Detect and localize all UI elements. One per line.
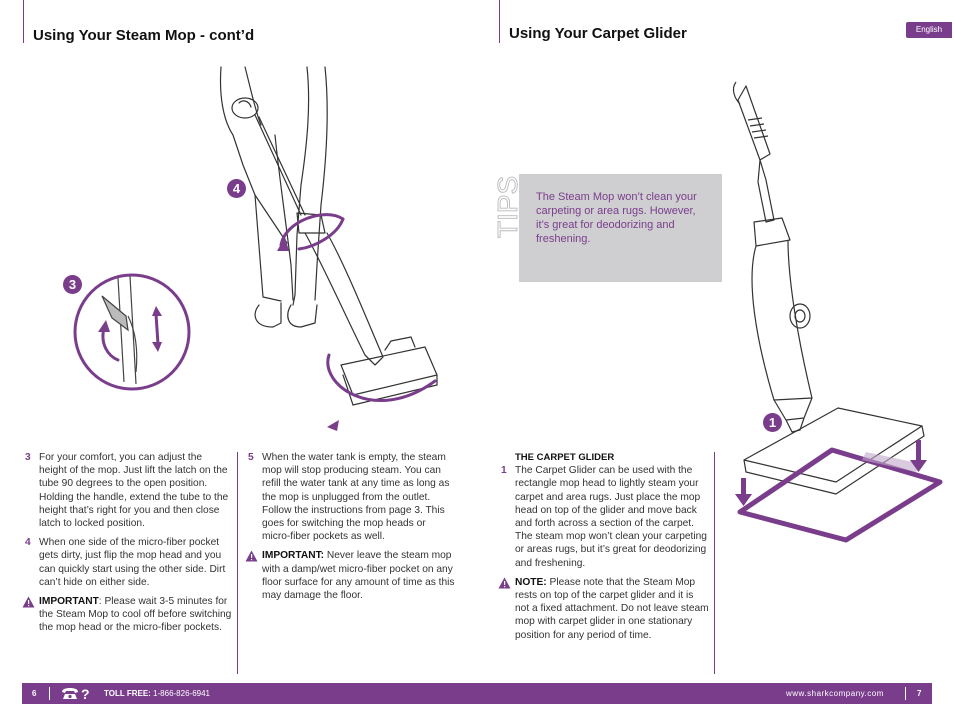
phone-question-icon: ? (62, 686, 90, 701)
footer-separator (49, 687, 50, 700)
center-top-line (499, 0, 500, 43)
instruction-step-3: 3 For your comfort, you can adjust the h… (22, 451, 232, 530)
important-warning-middle: IMPORTANT: Never leave the steam mop wit… (245, 549, 455, 602)
step-text: The Carpet Glider can be used with the r… (515, 465, 707, 569)
latch-closeup-illustration (73, 273, 191, 391)
warning-icon (22, 596, 35, 608)
page-title-right: Using Your Carpet Glider (509, 25, 687, 42)
instruction-step-1: 1 The Carpet Glider can be used with the… (498, 464, 710, 570)
toll-free-label: TOLL FREE: (104, 689, 151, 698)
column-divider-1 (237, 452, 238, 674)
column-divider-2 (714, 452, 715, 674)
step-text: When the water tank is empty, the steam … (262, 452, 450, 543)
left-column-instructions: 3 For your comfort, you can adjust the h… (22, 451, 232, 641)
note-warning: NOTE: Please note that the Steam Mop res… (498, 576, 710, 642)
step-4-badge: 4 (227, 179, 246, 198)
note-label: NOTE: (515, 576, 547, 588)
step-3-badge: 3 (63, 275, 82, 294)
website-link[interactable]: www.sharkcompany.com (786, 689, 884, 698)
toll-free: TOLL FREE: 1-866-826-6941 (104, 683, 210, 704)
warning-icon (498, 577, 511, 589)
important-label: IMPORTANT (39, 596, 99, 608)
carpet-glider-heading: THE CARPET GLIDER (515, 452, 615, 463)
steam-mop-person-illustration (219, 66, 438, 431)
instruction-step-5: 5 When the water tank is empty, the stea… (245, 451, 455, 543)
right-column-instructions: THE CARPET GLIDER 1 The Carpet Glider ca… (498, 451, 710, 648)
svg-text:TIPS: TIPS (492, 176, 523, 238)
middle-column-instructions: 5 When the water tank is empty, the stea… (245, 451, 455, 608)
toll-free-number[interactable]: 1-866-826-6941 (150, 689, 210, 698)
step-number: 3 (25, 452, 31, 463)
step-text: For your comfort, you can adjust the hei… (39, 452, 229, 530)
important-text: Never leave the steam mop with a damp/we… (262, 550, 455, 602)
language-tab[interactable]: English (906, 22, 952, 38)
step-1-badge: 1 (763, 413, 782, 432)
svg-text:?: ? (81, 686, 90, 701)
carpet-glider-illustration (732, 81, 943, 543)
tips-text: The Steam Mop won’t clean your carpeting… (536, 191, 697, 245)
step-number: 1 (501, 465, 507, 477)
page-number-left: 6 (32, 689, 37, 698)
footer-separator (905, 687, 906, 700)
footer-bar: 6 ? TOLL FREE: 1-866-826-6941 www.sharkc… (22, 683, 932, 704)
step-text: When one side of the micro-fiber pocket … (39, 537, 226, 588)
note-text: Please note that the Steam Mop rests on … (515, 576, 709, 641)
left-margin-line (23, 0, 24, 43)
important-text: : Please wait 3-5 minutes for the Steam … (39, 596, 232, 634)
step-number: 4 (25, 537, 31, 549)
page-number-right: 7 (917, 689, 922, 698)
step-number: 5 (248, 452, 254, 463)
important-label: IMPORTANT: (262, 550, 325, 562)
important-warning-left: IMPORTANT: Please wait 3-5 minutes for t… (22, 595, 232, 635)
warning-icon (245, 550, 258, 562)
tips-box (519, 174, 722, 282)
page-title-left: Using Your Steam Mop - cont’d (33, 27, 255, 44)
instruction-step-4: 4 When one side of the micro-fiber pocke… (22, 536, 232, 589)
tips-label: TIPS (492, 175, 523, 238)
